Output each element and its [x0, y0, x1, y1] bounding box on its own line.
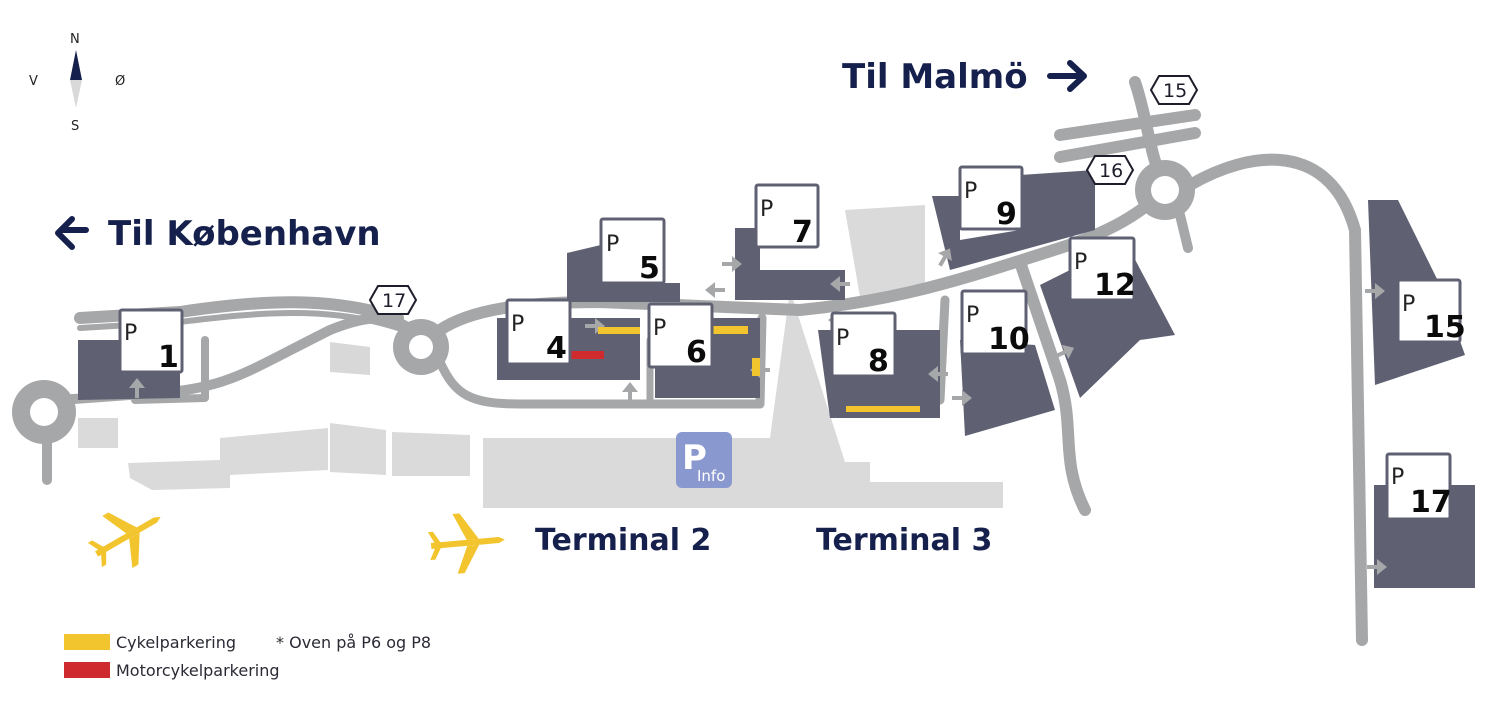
p-letter: P — [966, 303, 979, 328]
lot-p8[interactable]: P 8 — [830, 311, 897, 379]
arrow-left-icon — [55, 216, 89, 250]
map-legend: Cykelparkering * Oven på P6 og P8 Motorc… — [64, 628, 431, 684]
compass-south: S — [71, 119, 79, 134]
bike-parking-p4 — [598, 327, 640, 334]
airplane-icon — [87, 512, 161, 568]
roundabouts — [12, 160, 1195, 444]
info-p-letter: P — [682, 438, 707, 478]
direction-malmo-label: Til Malmö — [842, 57, 1028, 97]
terminal-2-label: Terminal 2 — [535, 523, 711, 558]
lot-number-10: 10 — [988, 322, 1030, 357]
info-text: Info — [697, 467, 725, 485]
lot-number-9: 9 — [996, 197, 1017, 232]
route-17-label: 17 — [382, 290, 406, 312]
lot-p9[interactable]: P 9 — [958, 165, 1024, 232]
moto-swatch — [64, 662, 110, 678]
legend-row-moto: Motorcykelparkering — [64, 656, 431, 684]
p-letter: P — [964, 179, 977, 204]
direction-kobenhavn-label: Til København — [108, 214, 381, 254]
bike-swatch — [64, 634, 110, 650]
bike-parking-p6 — [712, 326, 748, 334]
lot-p6[interactable]: P 6 — [647, 302, 714, 370]
p-letter: P — [1402, 292, 1415, 317]
lot-p10[interactable]: P 10 — [960, 289, 1030, 357]
airplane-icon — [427, 513, 505, 574]
moto-parking-p4 — [570, 351, 604, 359]
direction-kobenhavn: Til København — [55, 214, 381, 254]
p-letter: P — [1391, 465, 1404, 490]
lot-p4[interactable]: P 4 — [505, 298, 572, 366]
compass-rose: N S V Ø — [29, 32, 125, 134]
lot-p7[interactable]: P 7 — [754, 183, 820, 250]
lot-p1[interactable]: P 1 — [118, 308, 184, 375]
bike-moto-parking — [570, 326, 920, 412]
legend-moto-label: Motorcykelparkering — [116, 660, 280, 680]
lot-number-5: 5 — [639, 251, 660, 286]
route-16-shield: 16 — [1085, 155, 1135, 185]
route-17-shield: 17 — [368, 285, 418, 315]
lot-number-15: 15 — [1424, 310, 1466, 345]
p-letter: P — [836, 326, 849, 351]
direction-malmo: Til Malmö — [842, 57, 1087, 97]
p-letter: P — [124, 321, 137, 346]
p-letter: P — [511, 312, 524, 337]
route-16-label: 16 — [1099, 160, 1123, 182]
lot-number-6: 6 — [686, 335, 707, 370]
legend-bike-label: Cykelparkering — [116, 632, 237, 652]
terminal-3-label: Terminal 3 — [816, 523, 992, 558]
lot-p5[interactable]: P 5 — [599, 217, 666, 286]
p-letter: P — [760, 197, 773, 222]
bike-parking-p8 — [846, 406, 920, 412]
lot-number-1: 1 — [158, 340, 179, 375]
lot-number-7: 7 — [792, 215, 813, 250]
lot-p15[interactable]: P 15 — [1396, 278, 1466, 345]
bike-parking-p6-side — [752, 358, 760, 376]
route-15-label: 15 — [1163, 80, 1187, 102]
compass-east: Ø — [115, 74, 125, 89]
compass-north: N — [70, 32, 80, 47]
p-letter: P — [653, 316, 666, 341]
route-15-shield: 15 — [1149, 75, 1199, 105]
compass-needle-south — [70, 80, 82, 108]
route-shields: 17 16 15 — [368, 75, 1199, 315]
p-letter: P — [606, 232, 619, 257]
legend-row-bike: Cykelparkering * Oven på P6 og P8 — [64, 628, 431, 656]
parking-info-badge[interactable]: P Info — [676, 432, 732, 488]
legend-bike-note: * Oven på P6 og P8 — [276, 632, 432, 652]
lot-p12[interactable]: P 12 — [1068, 236, 1136, 303]
lot-number-12: 12 — [1094, 268, 1136, 303]
lot-number-4: 4 — [546, 331, 567, 366]
lot-number-8: 8 — [868, 344, 889, 379]
p-letter: P — [1074, 250, 1087, 275]
compass-needle-north — [70, 50, 82, 80]
terminal-buildings — [78, 205, 1003, 508]
lot-number-17: 17 — [1410, 485, 1452, 520]
parking-label-boxes: P 1 P 5 P 4 P 6 P 7 P 8 — [118, 165, 1466, 521]
compass-west: V — [29, 74, 38, 89]
lot-p17[interactable]: P 17 — [1385, 452, 1452, 521]
arrow-right-icon — [1047, 60, 1087, 92]
